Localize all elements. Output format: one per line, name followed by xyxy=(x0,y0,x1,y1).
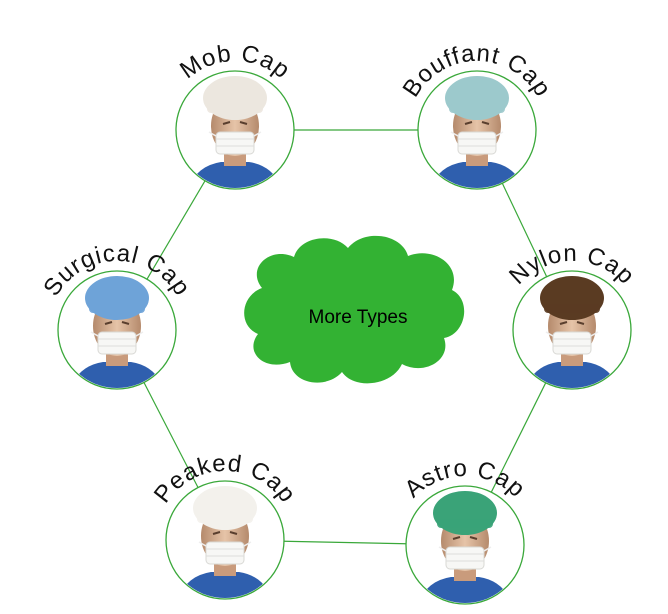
node-surgical-cap[interactable]: Surgical Cap xyxy=(38,240,195,392)
mob-cap-ring xyxy=(175,70,295,190)
connector-line xyxy=(501,183,548,277)
astro-cap-image xyxy=(407,487,523,603)
peaked-cap-ring xyxy=(165,480,285,600)
node-bouffant-cap[interactable]: Bouffant Cap xyxy=(398,40,557,192)
more-types-label: More Types xyxy=(309,307,408,328)
connector-line xyxy=(283,540,407,545)
node-astro-cap[interactable]: Astro Cap xyxy=(396,455,534,607)
nylon-cap-ring xyxy=(512,270,632,390)
surgical-cap-image xyxy=(59,272,175,388)
node-nylon-cap[interactable]: Nylon Cap xyxy=(503,240,641,392)
node-peaked-cap[interactable]: Peaked Cap xyxy=(149,450,302,602)
node-mob-cap[interactable]: Mob Cap xyxy=(166,40,304,192)
bouffant-cap-image xyxy=(419,72,535,188)
nylon-cap-image xyxy=(514,272,630,388)
astro-cap-ring xyxy=(405,485,525,605)
bouffant-cap-ring xyxy=(417,70,537,190)
peaked-cap-image xyxy=(167,482,283,598)
surgical-cap-ring xyxy=(57,270,177,390)
connector-lines xyxy=(143,129,548,545)
more-types-cloud[interactable]: More Types xyxy=(244,235,465,384)
cloud-shape xyxy=(244,235,465,384)
connector-line xyxy=(146,180,206,280)
mob-cap-image xyxy=(177,72,293,188)
connector-line xyxy=(490,382,547,493)
connector-line xyxy=(143,382,199,488)
